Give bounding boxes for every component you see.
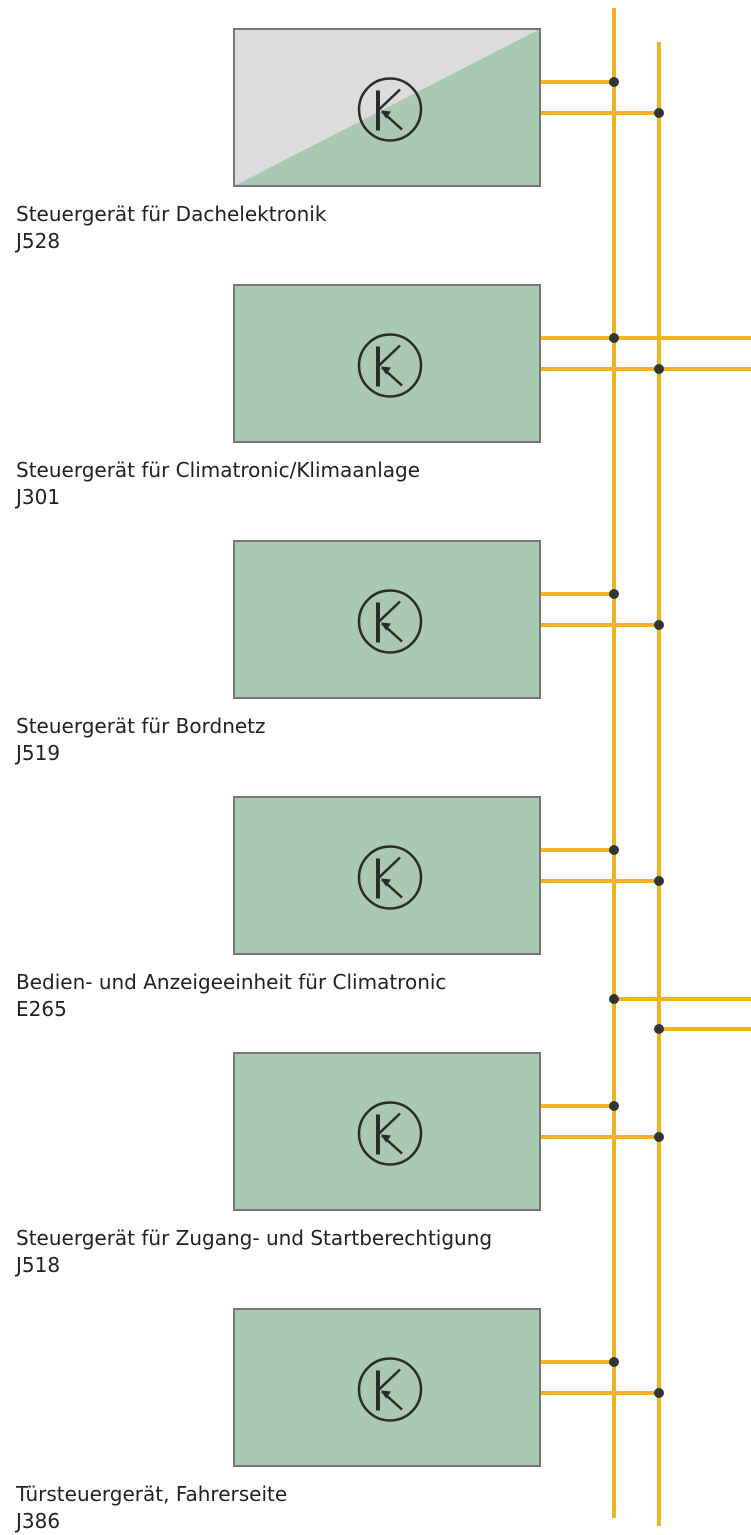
can-high-node <box>609 845 619 855</box>
k-can-symbol-icon <box>357 589 423 654</box>
can-high-node <box>609 1357 619 1367</box>
symbol-branch-up <box>377 344 401 368</box>
control-unit-code: J519 <box>16 741 61 765</box>
bus-nodes <box>609 77 664 1398</box>
symbol-branch-up <box>377 856 401 880</box>
can-high-branch-node <box>609 994 619 1004</box>
control-unit-name: Türsteuergerät, Fahrerseite <box>16 1482 288 1506</box>
k-can-symbol-icon <box>357 1101 423 1166</box>
can-low-node <box>654 108 664 118</box>
control-unit-label: Bedien- und Anzeigeeinheit für Climatron… <box>16 969 446 1023</box>
can-low-node <box>654 364 664 374</box>
symbol-arrow <box>381 110 391 119</box>
control-unit-box <box>233 1308 541 1467</box>
symbol-arrow <box>381 622 391 631</box>
symbol-circle <box>357 1357 423 1422</box>
symbol-circle <box>357 589 423 654</box>
box-fill <box>233 540 541 699</box>
bus-wires <box>540 8 751 1526</box>
can-high-node <box>609 333 619 343</box>
box-fill <box>233 284 541 443</box>
can-low-node <box>654 876 664 886</box>
symbol-arrow <box>381 1134 391 1143</box>
box-fill <box>233 1308 541 1467</box>
symbol-circle <box>357 1101 423 1166</box>
control-unit-name: Steuergerät für Climatronic/Klimaanlage <box>16 458 421 482</box>
symbol-branch-up <box>377 88 401 112</box>
control-unit-code: J301 <box>16 485 61 509</box>
control-unit-name: Steuergerät für Zugang- und Startberecht… <box>16 1226 493 1250</box>
control-unit-box <box>233 28 541 187</box>
k-can-symbol-icon <box>357 333 423 398</box>
can-low-node <box>654 1132 664 1142</box>
k-can-symbol-icon <box>357 1357 423 1422</box>
symbol-circle <box>357 333 423 398</box>
control-unit-code: J528 <box>16 229 61 253</box>
control-unit-box <box>233 284 541 443</box>
control-unit-name: Bedien- und Anzeigeeinheit für Climatron… <box>16 970 447 994</box>
control-unit-box <box>233 796 541 955</box>
can-high-node <box>609 1101 619 1111</box>
k-can-symbol-icon <box>357 845 423 910</box>
control-unit-label: Steuergerät für Zugang- und Startberecht… <box>16 1225 492 1279</box>
symbol-arrow <box>381 1390 391 1399</box>
symbol-branch-up <box>377 1368 401 1392</box>
control-unit-code: E265 <box>16 997 67 1021</box>
symbol-branch-up <box>377 600 401 624</box>
box-border <box>233 28 541 187</box>
control-units <box>233 28 541 1467</box>
symbol-arrow <box>381 366 391 375</box>
symbol-circle <box>357 77 423 142</box>
can-low-branch-node <box>654 1024 664 1034</box>
control-unit-name: Steuergerät für Bordnetz <box>16 714 266 738</box>
symbol-arrow <box>381 878 391 887</box>
box-fill <box>233 1052 541 1211</box>
control-unit-code: J518 <box>16 1253 61 1277</box>
control-unit-code: J386 <box>16 1509 61 1533</box>
control-unit-box <box>233 540 541 699</box>
symbol-branch-up <box>377 1112 401 1136</box>
symbol-circle <box>357 845 423 910</box>
can-high-node <box>609 589 619 599</box>
control-unit-name: Steuergerät für Dachelektronik <box>16 202 327 226</box>
can-low-node <box>654 1388 664 1398</box>
control-unit-box <box>233 1052 541 1211</box>
can-low-node <box>654 620 664 630</box>
box-fill <box>233 796 541 955</box>
k-can-symbol-icon <box>357 77 423 142</box>
box-fill-alt <box>234 29 540 186</box>
can-high-node <box>609 77 619 87</box>
